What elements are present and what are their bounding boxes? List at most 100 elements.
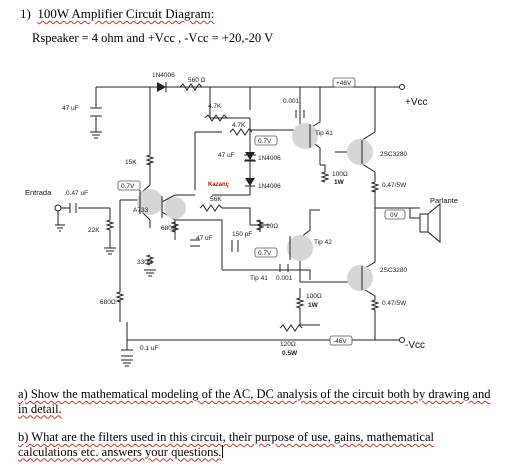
resistor-100-low (295, 297, 305, 309)
resistor-330 (145, 254, 155, 266)
ground-22k (104, 247, 116, 255)
label-07-left: 0.7V (121, 183, 135, 190)
label-vcc-pos: +Vcc (405, 97, 428, 108)
spec-line: Rspeaker = 4 ohm and +Vcc , -Vcc = +20,-… (32, 31, 274, 45)
label-c01: 0.1 uF (140, 345, 158, 352)
label-tip41-low: Tip 41 (250, 275, 268, 282)
ground-01 (121, 359, 133, 367)
label-v-pos-box: +46V (336, 80, 352, 87)
label-r100-top: 100Ω (332, 171, 348, 178)
text-cursor (222, 444, 224, 458)
label-r100-top-w: 1W (334, 179, 345, 186)
resistor-680-mid (170, 221, 180, 233)
ground-left-cap (90, 131, 102, 139)
title: 1) 100W Amplifier Circuit Diagram: (20, 6, 214, 22)
ground-input (55, 224, 65, 232)
halo-2sc3280-low (347, 265, 373, 291)
question-a: a) Show the mathematical modeling of the… (18, 387, 496, 416)
halo-tip41 (292, 123, 318, 149)
input-terminal (54, 204, 62, 225)
resistor-560 (179, 83, 203, 91)
label-c0001-low: 0.001 (276, 275, 293, 282)
label-r15k: 15K (125, 159, 137, 166)
label-r22k: 22K (88, 227, 100, 234)
label-c47-mid: 47 uF (218, 152, 235, 159)
label-d-mid-a: 1N4006 (258, 155, 281, 162)
label-c150p: 150 pF (232, 231, 252, 238)
halo-junction (164, 197, 186, 219)
vcc-neg-terminal (399, 337, 405, 343)
diode-mid-b (245, 178, 255, 186)
grounds (55, 131, 156, 367)
label-a733: A733 (133, 207, 149, 214)
diodes (157, 82, 255, 187)
label-tip41: Tip 41 (315, 130, 333, 137)
capacitor-in (69, 203, 77, 213)
label-c0001-top: 0.001 (283, 98, 300, 105)
label-c47-left: 47 uF (62, 105, 79, 112)
label-0v: 0V (390, 212, 399, 219)
ground-330 (144, 269, 156, 277)
capacitor-0001-low (279, 264, 289, 272)
label-07-top: 0.7V (258, 138, 272, 145)
label-r10: 10Ω (266, 223, 278, 230)
resistors (105, 83, 380, 332)
capacitor-47-left (90, 107, 102, 117)
label-2sc3280-low: 2SC3280 (380, 267, 407, 274)
label-r100-low-w: 1W (308, 302, 319, 309)
label-input: Entrada (25, 188, 52, 197)
label-r560: 560 Ω (188, 77, 206, 84)
transistor-halos (137, 123, 373, 291)
question-b-text: b) What are the filters used in this cir… (18, 430, 434, 459)
label-r680-low: 680Ω (100, 299, 116, 306)
label-c-in: 0.47 uF (66, 190, 88, 197)
vcc-pos-terminal (399, 84, 405, 90)
question-a-text: a) Show the mathematical modeling of the… (18, 387, 491, 416)
resistor-100-top (320, 171, 330, 183)
label-c47-low: 47 uF (196, 235, 213, 242)
label-r120: 120Ω (280, 341, 296, 348)
label-r100-low: 100Ω (306, 293, 322, 300)
capacitor-150p (231, 240, 239, 252)
resistor-4k7-a (204, 114, 228, 122)
label-r56k: 56K (210, 196, 222, 203)
halo-a733 (137, 189, 163, 215)
label-output: Parlante (430, 196, 458, 205)
diode-mid-a (245, 152, 255, 160)
resistor-047-top (370, 181, 380, 193)
question-b: b) What are the filters used in this cir… (18, 430, 496, 459)
resistor-4k7-b (229, 128, 253, 136)
voltage-boxes (117, 77, 406, 346)
transistors (139, 124, 363, 290)
halo-tip42 (287, 235, 313, 261)
capacitor-01 (121, 349, 133, 357)
resistor-047-low (370, 299, 380, 311)
label-r4k7-b: 4.7K (232, 122, 246, 129)
diode-top (157, 82, 166, 92)
label-d-mid-b: 1N4006 (258, 183, 281, 190)
label-v-neg-box: -46V (333, 338, 347, 345)
title-number: 1) (20, 6, 31, 21)
capacitor-47-low (190, 239, 200, 247)
label-tip42: Tip 42 (314, 239, 332, 246)
label-r047-low: 0.47/5W (382, 300, 407, 307)
label-r047-top: 0.47/5W (382, 182, 407, 189)
label-r330: 330Ω (137, 259, 153, 266)
label-r680-mid: 680Ω (161, 225, 177, 232)
resistor-680-low (115, 291, 125, 303)
resistor-15k (145, 154, 155, 166)
label-r120-w: 0.5W (282, 350, 298, 357)
label-kazanc: Kazanç (208, 182, 230, 188)
resistor-56k (199, 204, 223, 212)
label-r4k7-a: 4.7K (208, 103, 222, 110)
label-2sc3280-top: 2SC3280 (380, 151, 407, 158)
resistor-120 (279, 324, 303, 332)
label-07-mid: 0.7V (258, 250, 272, 257)
amplifier-schematic: +Vcc -Vcc +46V 0.7V 0.7V 0.7V 0V -46V En… (25, 72, 458, 367)
capacitor-0001-top (295, 110, 305, 118)
title-text: 100W Amplifier Circuit Diagram: (37, 6, 215, 21)
label-d-top: 1N4006 (152, 72, 175, 79)
halo-2sc3280-top (347, 139, 373, 165)
speaker (409, 202, 441, 244)
label-vcc-neg: -Vcc (405, 340, 425, 351)
